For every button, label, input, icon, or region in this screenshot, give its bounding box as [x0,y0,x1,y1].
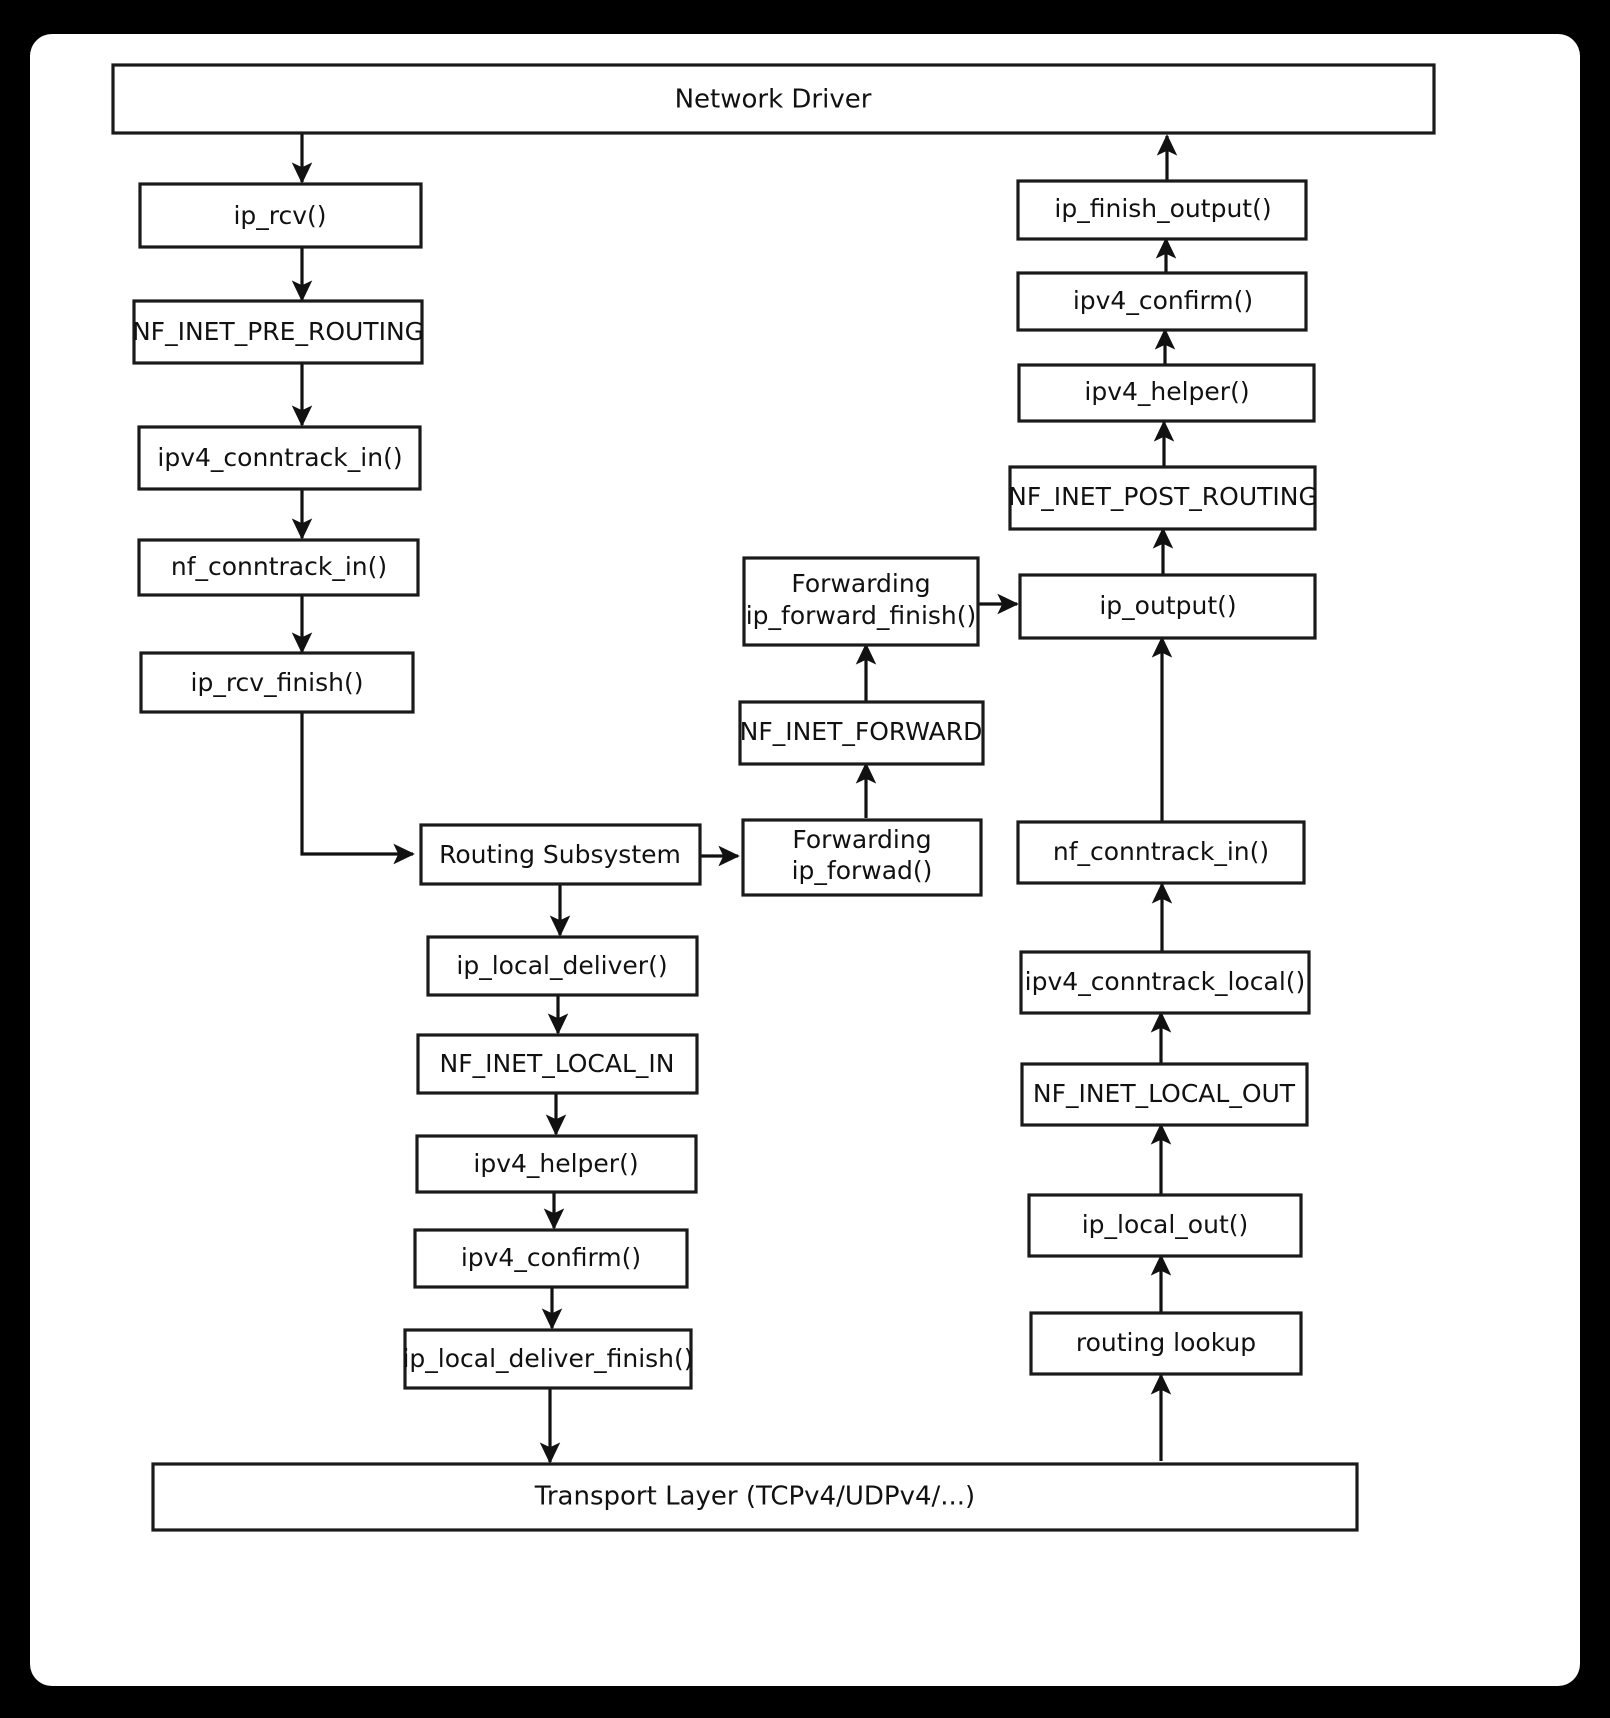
node-ip-finish-output[interactable]: ip_finish_output() [1016,179,1308,241]
node-ip-output[interactable]: ip_output() [1018,573,1317,640]
node-nf-inet-forward-label: NF_INET_FORWARD [740,717,983,746]
node-ip-local-out-label: ip_local_out() [1082,1210,1249,1239]
edges [291,133,1178,1464]
node-nf-inet-post-routing[interactable]: NF_INET_POST_ROUTING [1008,465,1318,531]
node-ipv4-helper-right[interactable]: ipv4_helper() [1017,363,1316,423]
edge-ip-rcv-finish-to-routing-subsystem [300,712,415,865]
node-routing-subsystem-label: Routing Subsystem [439,840,681,869]
node-nf-inet-local-in[interactable]: NF_INET_LOCAL_IN [416,1033,699,1095]
node-ipv4-confirm-right[interactable]: ipv4_confirm() [1016,271,1308,332]
node-transport-layer-label: Transport Layer (TCPv4/UDPv4/...) [534,1482,975,1512]
node-forwarding-ip-forwad-label-line1: Forwarding [792,825,931,854]
node-forwarding-ip-forwad-label-line2: ip_forwad() [792,856,933,885]
node-ip-local-out[interactable]: ip_local_out() [1027,1193,1303,1258]
node-routing-subsystem[interactable]: Routing Subsystem [419,823,702,886]
node-ipv4-confirm-right-label: ipv4_confirm() [1073,286,1253,315]
node-ipv4-helper-center-label: ipv4_helper() [473,1149,638,1178]
node-nf-inet-pre-routing[interactable]: NF_INET_PRE_ROUTING [132,299,424,365]
node-ip-rcv[interactable]: ip_rcv() [138,182,423,249]
node-ip-local-deliver-finish[interactable]: ip_local_deliver_finish() [402,1328,694,1390]
node-ip-local-deliver-finish-label: ip_local_deliver_finish() [402,1344,693,1373]
node-ip-finish-output-label: ip_finish_output() [1054,194,1271,223]
node-ip-rcv-label: ip_rcv() [233,201,326,230]
node-nf-inet-local-out-label: NF_INET_LOCAL_OUT [1033,1079,1296,1108]
node-ip-rcv-finish-label: ip_rcv_finish() [191,668,364,697]
node-nf-inet-pre-routing-label: NF_INET_PRE_ROUTING [132,317,424,346]
node-network-driver-label: Network Driver [675,85,872,115]
node-nf-inet-forward[interactable]: NF_INET_FORWARD [738,700,985,766]
node-nf-inet-local-out[interactable]: NF_INET_LOCAL_OUT [1020,1062,1309,1127]
node-network-driver[interactable]: Network Driver [111,63,1436,135]
node-nf-conntrack-in-left[interactable]: nf_conntrack_in() [137,538,420,597]
node-nf-conntrack-in-right[interactable]: nf_conntrack_in() [1016,820,1306,885]
node-ip-local-deliver[interactable]: ip_local_deliver() [426,935,699,997]
node-ip-local-deliver-label: ip_local_deliver() [456,951,667,980]
node-forwarding-ip-forward-finish[interactable]: Forwarding ip_forward_finish() [742,556,980,647]
node-forwarding-ip-forward-finish-label-line1: Forwarding [791,569,930,598]
node-routing-lookup[interactable]: routing lookup [1029,1311,1303,1376]
node-ipv4-confirm-center[interactable]: ipv4_confirm() [413,1228,689,1289]
node-nf-conntrack-in-right-label: nf_conntrack_in() [1053,837,1269,866]
node-ipv4-helper-center[interactable]: ipv4_helper() [415,1134,698,1194]
node-nf-inet-post-routing-label: NF_INET_POST_ROUTING [1008,482,1318,511]
node-nf-conntrack-in-left-label: nf_conntrack_in() [171,552,387,581]
node-forwarding-ip-forward-finish-label-line2: ip_forward_finish() [746,601,977,630]
node-transport-layer[interactable]: Transport Layer (TCPv4/UDPv4/...) [151,1462,1359,1532]
node-ipv4-helper-right-label: ipv4_helper() [1084,377,1249,406]
node-ipv4-conntrack-local-label: ipv4_conntrack_local() [1025,967,1306,996]
node-routing-lookup-label: routing lookup [1076,1328,1256,1357]
node-ipv4-conntrack-in[interactable]: ipv4_conntrack_in() [137,425,422,491]
node-ipv4-conntrack-in-label: ipv4_conntrack_in() [157,443,402,472]
node-ip-rcv-finish[interactable]: ip_rcv_finish() [139,651,415,714]
node-nf-inet-local-in-label: NF_INET_LOCAL_IN [440,1049,675,1078]
node-ip-output-label: ip_output() [1099,591,1236,620]
node-forwarding-ip-forwad[interactable]: Forwarding ip_forwad() [741,818,983,897]
node-ipv4-conntrack-local[interactable]: ipv4_conntrack_local() [1019,950,1311,1015]
node-ipv4-confirm-center-label: ipv4_confirm() [461,1243,641,1272]
